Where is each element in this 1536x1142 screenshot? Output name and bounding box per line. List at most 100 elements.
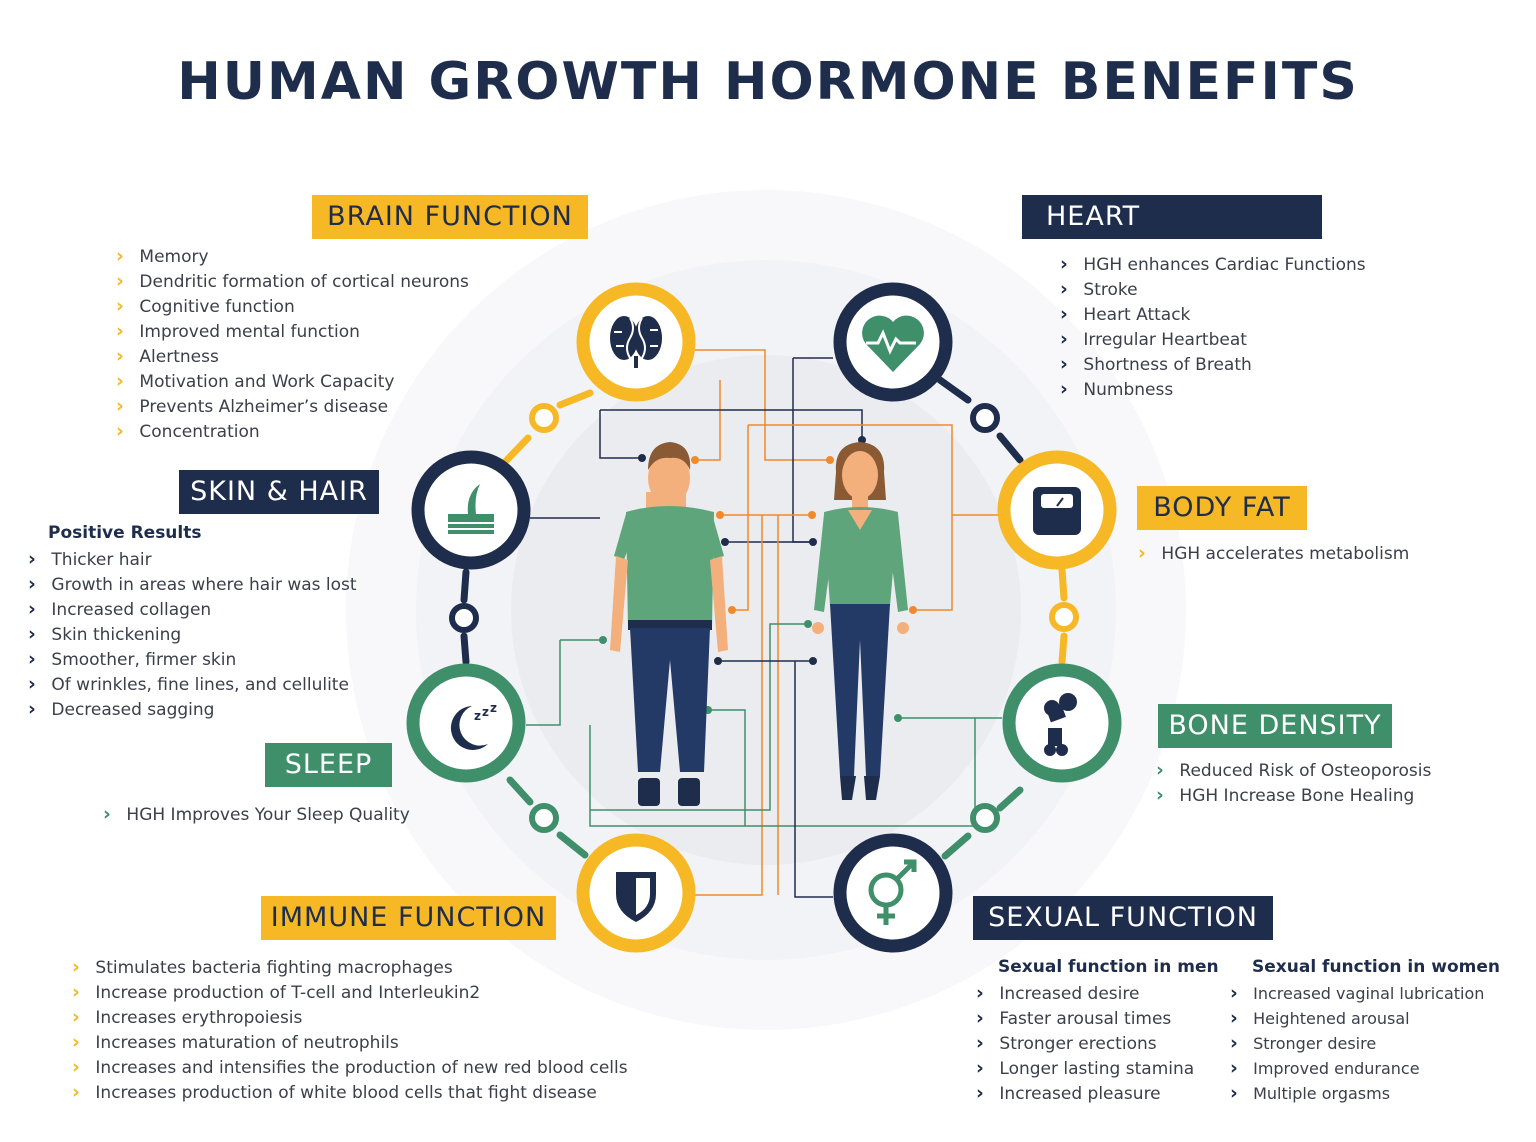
chevron-right-icon: › [1138, 542, 1146, 564]
chevron-right-icon: › [1230, 1082, 1238, 1104]
chevron-right-icon: › [116, 370, 124, 392]
body-fat-list: › HGH accelerates metabolism [1138, 541, 1409, 566]
list-item: › Increase production of T-cell and Inte… [72, 981, 481, 1003]
sexual-women-heading: Sexual function in women [1252, 957, 1500, 977]
list-item: › Increased collagen [28, 598, 212, 620]
sexual-women-list: › Increased vaginal lubrication › Height… [1230, 981, 1484, 1106]
list-item: › Heart Attack [1060, 303, 1191, 325]
list-item: › Stimulates bacteria fighting macrophag… [72, 956, 453, 978]
chevron-right-icon: › [1060, 328, 1068, 350]
immune-function-label: IMMUNE FUNCTION [261, 896, 556, 940]
list-item: › Stronger erections [976, 1032, 1157, 1054]
chevron-right-icon: › [1060, 303, 1068, 325]
list-item: › HGH accelerates metabolism [1138, 542, 1410, 564]
chevron-right-icon: › [72, 1081, 80, 1103]
chevron-right-icon: › [116, 395, 124, 417]
list-item: › Cognitive function [116, 295, 295, 317]
list-item: › Increases maturation of neutrophils [72, 1031, 399, 1053]
chevron-right-icon: › [28, 698, 36, 720]
chevron-right-icon: › [28, 548, 36, 570]
list-item: › Concentration [116, 420, 260, 442]
chevron-right-icon: › [72, 1056, 80, 1078]
skin-hair-label: SKIN & HAIR [179, 470, 379, 514]
bodyfat-circle [997, 450, 1117, 570]
list-item: › Faster arousal times [976, 1007, 1172, 1029]
heart-label: HEART [1022, 195, 1322, 239]
list-item: › HGH enhances Cardiac Functions [1060, 253, 1366, 275]
immune-circle [576, 833, 696, 953]
list-item: › Heightened arousal [1230, 1007, 1410, 1029]
list-item: › Improved mental function [116, 320, 360, 342]
skin-circle [411, 450, 531, 570]
chevron-right-icon: › [103, 803, 111, 825]
chevron-right-icon: › [116, 320, 124, 342]
list-item: › Alertness [116, 345, 219, 367]
bone-circle [1002, 663, 1122, 783]
skin-hair-icon [448, 484, 494, 534]
chevron-right-icon: › [1156, 784, 1164, 806]
svg-text:z: z [490, 701, 497, 715]
chevron-right-icon: › [1230, 1007, 1238, 1029]
chevron-right-icon: › [28, 673, 36, 695]
chevron-right-icon: › [1230, 1057, 1238, 1079]
immune-function-list: › Stimulates bacteria fighting macrophag… [72, 955, 628, 1105]
list-item: › Growth in areas where hair was lost [28, 573, 357, 595]
chevron-right-icon: › [116, 245, 124, 267]
skin-hair-list: › Thicker hair › Growth in areas where h… [28, 547, 357, 722]
list-item: › Longer lasting stamina [976, 1057, 1195, 1079]
list-item: › Increased desire [976, 982, 1140, 1004]
list-item: › Motivation and Work Capacity [116, 370, 395, 392]
chevron-right-icon: › [72, 1006, 80, 1028]
moon-zzz-icon [450, 706, 488, 750]
list-item: › Increases erythropoiesis [72, 1006, 303, 1028]
shield-icon [616, 872, 656, 922]
chevron-right-icon: › [72, 981, 80, 1003]
sleep-list: › HGH Improves Your Sleep Quality [103, 802, 410, 827]
list-item: › Numbness [1060, 378, 1174, 400]
chevron-right-icon: › [28, 598, 36, 620]
female-figure [812, 442, 909, 800]
svg-text:z: z [482, 705, 489, 719]
list-item: › Skin thickening [28, 623, 182, 645]
list-item: › Increases and intensifies the producti… [72, 1056, 628, 1078]
list-item: › Stroke [1060, 278, 1138, 300]
chevron-right-icon: › [1060, 353, 1068, 375]
heart-circle [833, 282, 953, 402]
scale-icon [1033, 487, 1081, 535]
chevron-right-icon: › [1156, 759, 1164, 781]
chevron-right-icon: › [1230, 1032, 1238, 1054]
list-item: › Prevents Alzheimer’s disease [116, 395, 389, 417]
list-item: › Thicker hair [28, 548, 152, 570]
list-item: › HGH Improves Your Sleep Quality [103, 803, 410, 825]
list-item: › Smoother, firmer skin [28, 648, 237, 670]
bone-density-list: › Reduced Risk of Osteoporosis › HGH Inc… [1156, 758, 1431, 808]
sexual-men-heading: Sexual function in men [998, 957, 1219, 977]
chevron-right-icon: › [72, 1031, 80, 1053]
bone-joint-icon [1044, 693, 1077, 756]
list-item: › Increased pleasure [976, 1082, 1161, 1104]
brain-icon [610, 316, 662, 368]
chevron-right-icon: › [1230, 982, 1238, 1004]
ring-nodes [449, 403, 1079, 833]
chevron-right-icon: › [1060, 278, 1068, 300]
list-item: › Increases production of white blood ce… [72, 1081, 597, 1103]
chevron-right-icon: › [1060, 253, 1068, 275]
male-figure [610, 442, 728, 806]
brain-circle [576, 282, 696, 402]
list-item: › HGH Increase Bone Healing [1156, 784, 1415, 806]
sleep-label: SLEEP [265, 743, 392, 787]
chevron-right-icon: › [116, 270, 124, 292]
connector-lines [526, 349, 1002, 898]
chevron-right-icon: › [28, 573, 36, 595]
brain-function-list: › Memory › Dendritic formation of cortic… [116, 244, 469, 444]
list-item: › Of wrinkles, fine lines, and cellulite [28, 673, 349, 695]
chevron-right-icon: › [28, 623, 36, 645]
list-item: › Multiple orgasms [1230, 1082, 1391, 1104]
svg-text:z: z [474, 709, 481, 723]
list-item: › Memory [116, 245, 209, 267]
list-item: › Dendritic formation of cortical neuron… [116, 270, 469, 292]
sexual-circle [833, 833, 953, 953]
chevron-right-icon: › [976, 1082, 984, 1104]
chevron-right-icon: › [116, 345, 124, 367]
